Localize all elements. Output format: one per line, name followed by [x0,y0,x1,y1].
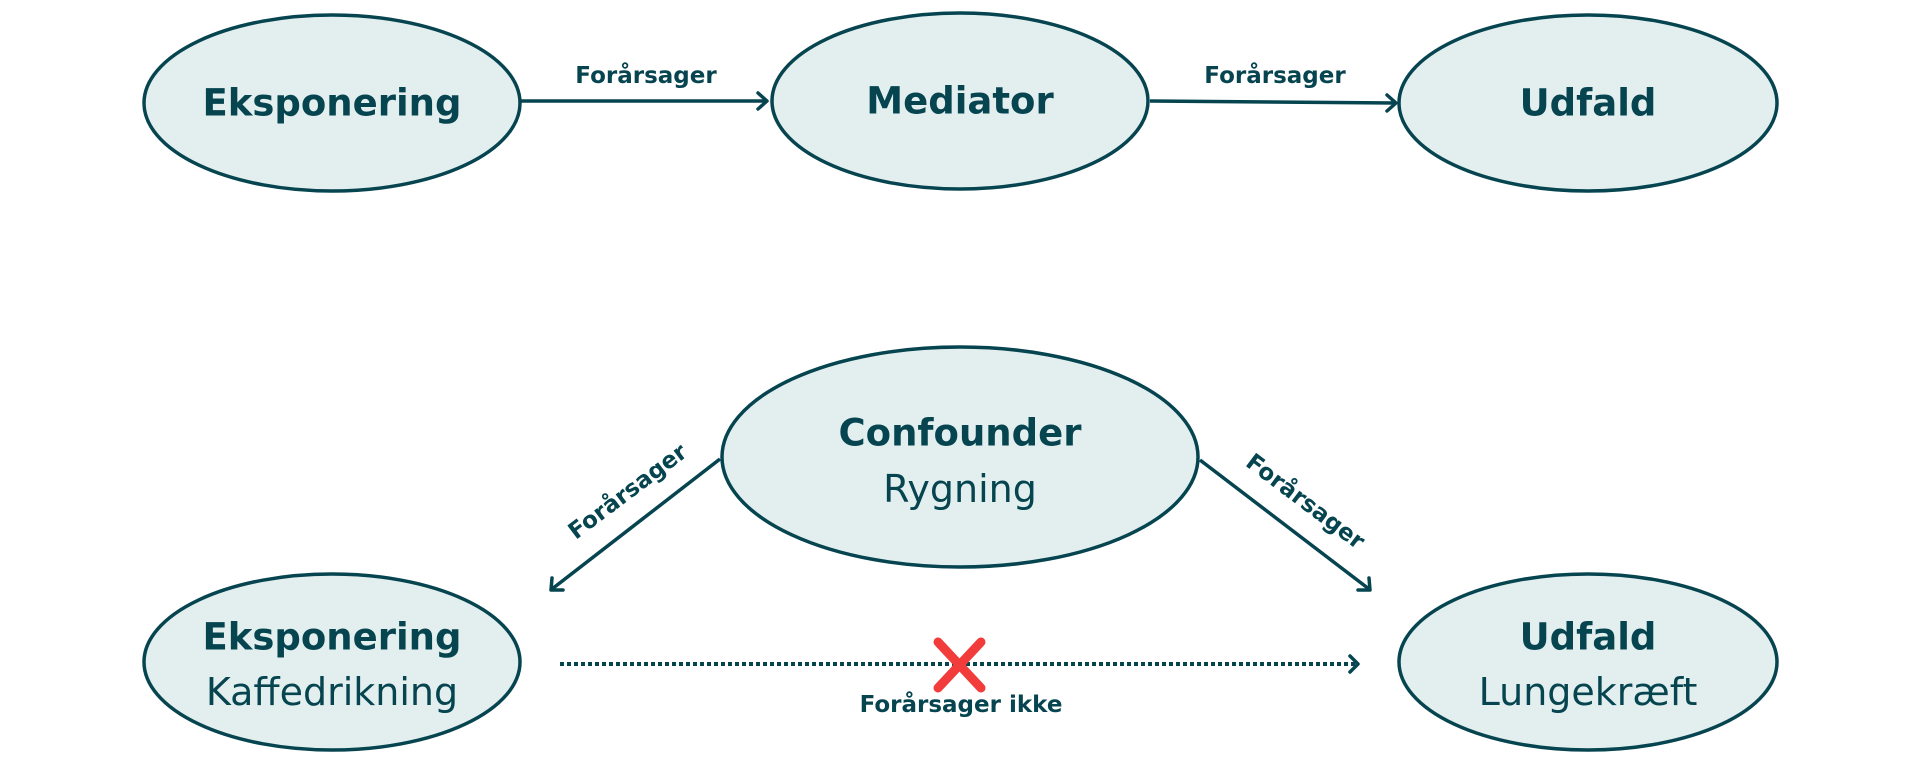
edge-label: Forårsager ikke [860,691,1063,718]
node-ellipse [1397,13,1779,193]
node-title: Confounder [839,412,1083,455]
confounding-diagram: Forårsager Forårsager Forårsager ikke Co… [142,345,1779,752]
edge-exposure-to-outcome: Forårsager ikke [560,637,1360,718]
node-ellipse [142,13,522,193]
node-title: Udfald [1520,82,1657,125]
node-confounder: Confounder Rygning [720,345,1200,569]
node-outcome: Udfald [1397,13,1779,193]
node-exposure-coffee: Eksponering Kaffedrikning [142,572,522,752]
node-title: Eksponering [203,616,462,659]
edge-label: Forårsager [575,62,717,89]
node-mediator: Mediator [770,11,1150,191]
node-title: Udfald [1520,616,1657,659]
edge-confounder-to-outcome: Forårsager [1198,448,1372,592]
edge-mediator-to-outcome: Forårsager [1149,62,1398,113]
node-ellipse [770,11,1150,191]
arrowhead-icon [1385,93,1398,113]
edge-confounder-to-exposure: Forårsager [549,438,722,592]
mediation-diagram: Forårsager Forårsager Eksponering Mediat… [142,11,1779,193]
edge-exposure-to-mediator: Forårsager [520,62,769,111]
arrowhead-icon [756,91,769,111]
node-title: Mediator [866,80,1054,123]
node-ellipse [1397,572,1779,752]
node-outcome-lung-cancer: Udfald Lungekræft [1397,572,1779,752]
node-ellipse [142,572,522,752]
arrowhead-icon [1348,654,1360,674]
node-ellipse [720,345,1200,569]
edge-line [550,457,722,591]
edge-line [1198,458,1371,591]
edge-label: Forårsager [1204,62,1346,89]
arrowhead-icon [1356,576,1372,592]
red-x-icon [933,637,986,693]
node-subtitle: Kaffedrikning [206,670,458,714]
node-subtitle: Rygning [883,467,1037,511]
node-title: Eksponering [203,82,462,125]
arrowhead-icon [549,576,565,592]
node-subtitle: Lungekræft [1479,670,1698,714]
edge-line [1149,99,1396,105]
node-exposure: Eksponering [142,13,522,193]
